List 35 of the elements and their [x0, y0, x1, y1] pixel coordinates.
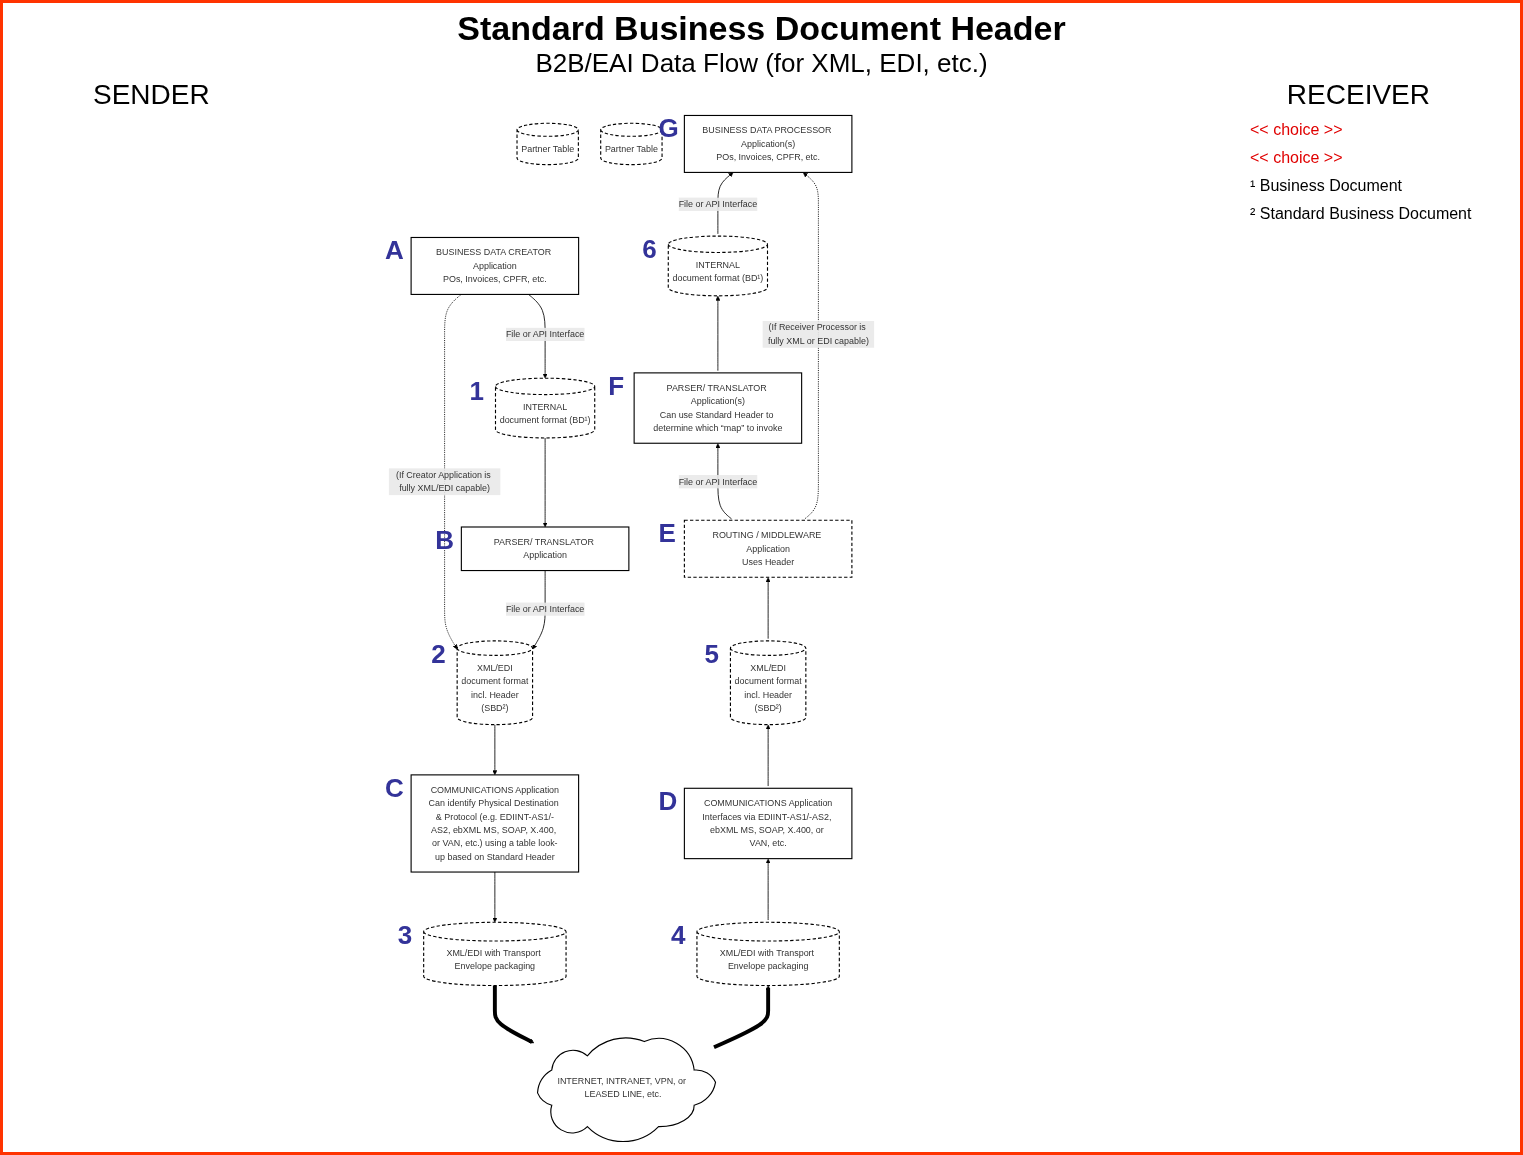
node-letter: F	[608, 372, 624, 399]
node-letter: 4	[670, 922, 686, 949]
node-letter: 2	[431, 640, 446, 667]
edge-label: File or API Interface	[505, 604, 585, 614]
node-box: BUSINESS DATA PROCESSOR Application(s) POs, Invoices, CPFR, etc.	[683, 114, 853, 173]
node-letter: 3	[397, 922, 413, 949]
choice-note: << choice >>	[1250, 121, 1344, 139]
node-box: BUSINESS DATA CREATOR Application POs, Invoices, CPFR, etc.	[410, 236, 580, 295]
edge-label: File or API Interface	[678, 199, 758, 209]
node-box: COMMUNICATIONS Application Interfaces via EDIINT-AS1/-AS2, ebXML MS, SOAP, X.400, or VAN, etc.	[683, 787, 853, 860]
arrow	[492, 985, 535, 1044]
column-heading: SENDER	[93, 79, 210, 111]
footnote: ² Standard Business Document	[1250, 205, 1473, 223]
node-letter: B	[435, 527, 455, 553]
node-letter: 5	[704, 640, 719, 667]
node-letter: 6	[642, 236, 657, 263]
node-letter: E	[658, 520, 676, 547]
choice-note: << choice >>	[1250, 149, 1344, 167]
node-box: ROUTING / MIDDLEWARE Application Uses Header	[683, 519, 853, 578]
node-box: PARSER/ TRANSLATOR Application	[460, 526, 630, 572]
arrow	[713, 985, 771, 1050]
node-letter: D	[658, 788, 678, 815]
node-letter: 1	[469, 378, 484, 405]
edge-label: File or API Interface	[678, 476, 758, 487]
title: Standard Business Document Header	[456, 9, 1067, 48]
edge-label: (If Receiver Processor is fully XML or EDI capable)	[767, 322, 869, 346]
node-letter: C	[385, 774, 404, 801]
node-letter: A	[385, 237, 404, 264]
footnote: ¹ Business Document	[1250, 177, 1404, 195]
node-box: COMMUNICATIONS Application Can identify Physical Destination & Protocol (e.g. EDIINT-AS1/-AS2, ebXML MS, SOAP, X.400, or VAN, etc.) using a table look-up based on Standard Header	[410, 774, 580, 873]
column-heading: RECEIVER	[1286, 79, 1430, 111]
subtitle: B2B/EAI Data Flow (for XML, EDI, etc.)	[534, 48, 989, 79]
edge-label: (If Creator Application is fully XML/EDI capable)	[395, 470, 491, 493]
node-box: PARSER/ TRANSLATOR Application(s) Can use Standard Header to determine which “map” to invoke	[633, 372, 803, 444]
edge-label: File or API Interface	[505, 329, 585, 339]
